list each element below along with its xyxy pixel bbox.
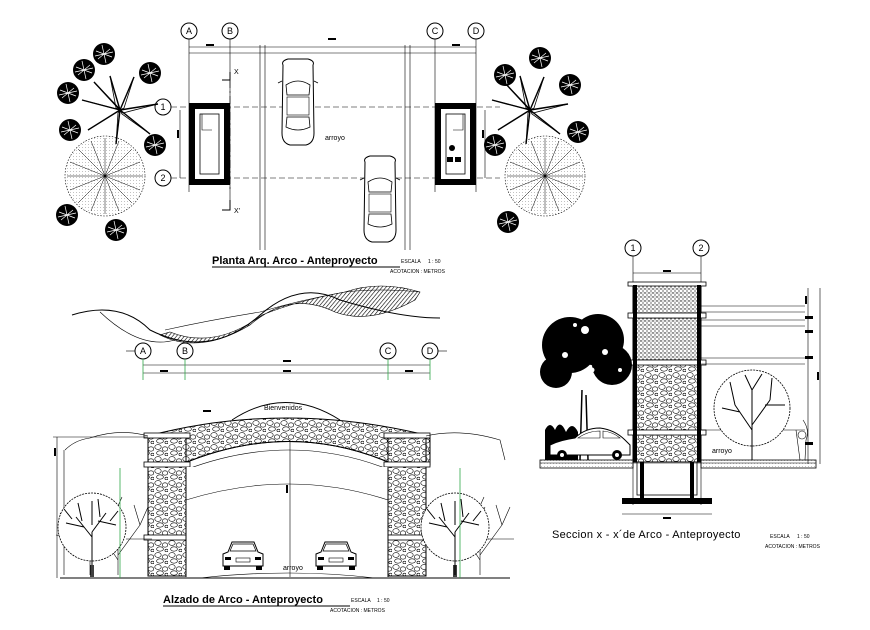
plan-top-dimension bbox=[189, 38, 476, 54]
plan-title: Planta Arq. Arco - Anteproyecto bbox=[212, 255, 378, 267]
elev-right-bare-trees bbox=[420, 432, 515, 576]
plan-axis-lines bbox=[188, 39, 477, 250]
svg-text:X': X' bbox=[234, 208, 240, 215]
plan-section-mark-x-prime: X' bbox=[222, 200, 240, 215]
svg-text:X: X bbox=[234, 69, 239, 76]
elev-right-pier bbox=[383, 432, 431, 577]
section-grid-bubble-2: 2 bbox=[698, 243, 703, 253]
plan-left-pier bbox=[177, 103, 230, 185]
plan-grid-bubble-b: B bbox=[221, 22, 239, 40]
plan-car-upper bbox=[277, 58, 319, 146]
plan-road-label: arroyo bbox=[325, 135, 345, 142]
elev-tree-right bbox=[420, 492, 490, 578]
section-title-block: Seccion x - x´de Arco - Anteproyecto ESC… bbox=[552, 529, 821, 550]
svg-text:C: C bbox=[432, 26, 439, 36]
section-column bbox=[622, 281, 712, 504]
elev-left-pier bbox=[143, 432, 191, 577]
elev-grid-bubble-b: B bbox=[182, 346, 188, 356]
plan-grid-bubble-2: 2 bbox=[154, 169, 172, 187]
plan-view: A B C D 1 bbox=[55, 22, 590, 275]
elev-vertical-dimension bbox=[53, 436, 461, 578]
svg-text:1: 1 bbox=[160, 102, 165, 112]
section-ground bbox=[539, 459, 817, 469]
plan-car-lower bbox=[359, 155, 401, 243]
plan-grid-bubble-d: D bbox=[467, 22, 485, 40]
elev-grid-bubble-d: D bbox=[427, 346, 434, 356]
plan-landscape-left bbox=[55, 42, 167, 242]
plan-scale-value: 1 : 50 bbox=[428, 259, 441, 265]
section-road-label: arroyo bbox=[712, 448, 732, 455]
elev-sign-arch bbox=[231, 402, 341, 421]
section-title: Seccion x - x´de Arco - Anteproyecto bbox=[552, 529, 741, 541]
section-scale-label: ESCALA bbox=[770, 534, 790, 540]
elevation-view: Bienvenidos arroyo bbox=[53, 402, 515, 614]
elev-scale-value: 1 : 50 bbox=[377, 598, 390, 604]
section-scale-value: 1 : 50 bbox=[797, 534, 810, 540]
section-car-side bbox=[549, 427, 631, 460]
section-units-note: ACOTACION : METROS bbox=[765, 544, 821, 550]
arch-deck-plan: A B C D bbox=[71, 285, 447, 380]
plan-scale-label: ESCALA bbox=[401, 259, 421, 265]
section-tree-right bbox=[713, 369, 808, 461]
section-view: 1 2 bbox=[539, 239, 821, 550]
plan-grid-bubble-a: A bbox=[180, 22, 198, 40]
svg-text:D: D bbox=[473, 26, 480, 36]
plan-grid-bubble-c: C bbox=[426, 22, 444, 40]
plan-grid-bubble-1: 1 bbox=[154, 98, 172, 116]
elev-grid-bubble-a: A bbox=[140, 346, 146, 356]
elev-grid-bubble-c: C bbox=[385, 346, 392, 356]
section-tree-left bbox=[540, 314, 632, 461]
svg-text:2: 2 bbox=[160, 173, 165, 183]
plan-landscape-right bbox=[483, 46, 590, 234]
elev-units-note: ACOTACION : METROS bbox=[330, 608, 386, 614]
svg-text:B: B bbox=[227, 26, 233, 36]
elev-scale-label: ESCALA bbox=[351, 598, 371, 604]
plan-right-pier bbox=[435, 103, 486, 185]
elev-tree-left bbox=[57, 492, 127, 578]
elev-sign-text: Bienvenidos bbox=[264, 405, 303, 412]
elev-title-block: Alzado de Arco - Anteproyecto ESCALA 1 :… bbox=[163, 594, 390, 614]
section-grid-bubble-1: 1 bbox=[630, 243, 635, 253]
plan-section-mark-x: X bbox=[222, 69, 239, 81]
plan-title-block: Planta Arq. Arco - Anteproyecto ESCALA 1… bbox=[212, 255, 446, 275]
elev-title: Alzado de Arco - Anteproyecto bbox=[163, 594, 323, 606]
plan-units-note: ACOTACION : METROS bbox=[390, 269, 446, 275]
section-ledges bbox=[701, 288, 821, 464]
svg-text:A: A bbox=[186, 26, 192, 36]
elev-road-label: arroyo bbox=[283, 565, 303, 572]
